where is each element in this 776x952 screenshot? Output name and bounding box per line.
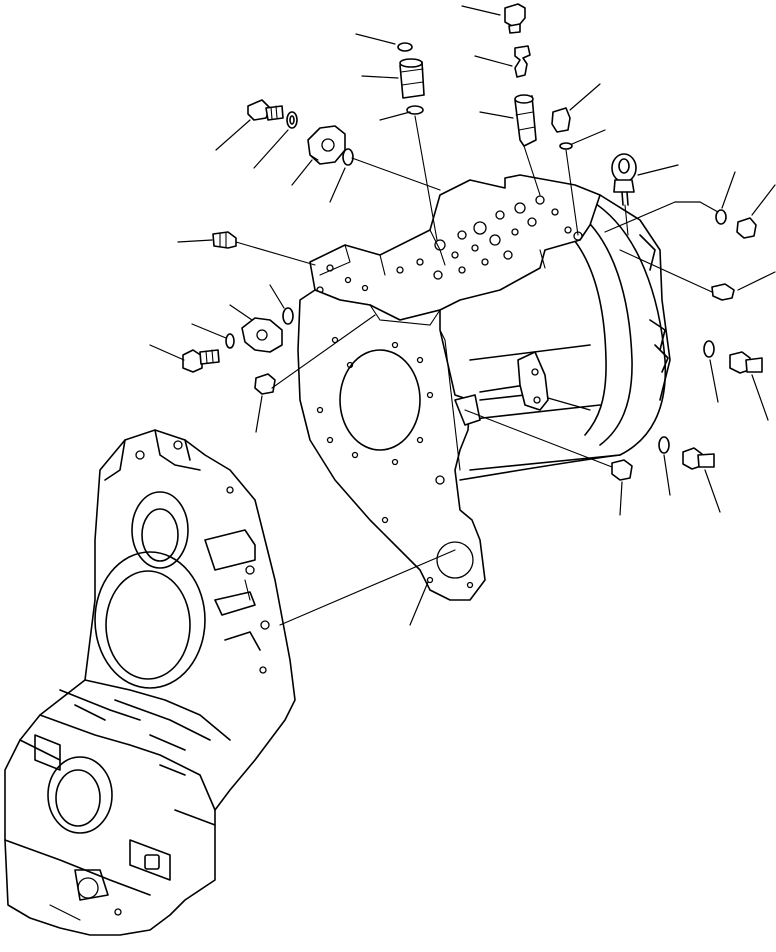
plug [254,373,276,395]
washer [225,333,235,349]
flange-cover [307,125,346,165]
washer [658,436,670,454]
input-bore [339,349,421,451]
torque-converter-housing [4,429,296,936]
bolt [682,447,715,470]
plug [551,107,571,133]
assembly-lines [235,115,713,626]
output-bore [436,541,474,579]
o-ring [342,148,354,166]
plug [212,231,237,249]
bolt [247,99,284,121]
bolt [729,351,763,374]
eye-bolt [611,153,637,206]
bracket [517,351,549,411]
fitting-clip [514,45,531,78]
valve-spool [514,94,537,147]
face-bolt-holes [316,336,474,589]
o-ring [397,42,413,52]
plug [611,459,633,481]
plug [711,283,735,301]
bolt [182,349,220,373]
transmission-case [297,174,671,601]
plug [736,217,757,239]
breather-fitting [504,3,526,34]
washer [703,340,715,358]
sleeve [399,58,425,99]
o-ring [715,209,727,225]
flange-cover [241,317,283,353]
o-ring [406,105,424,115]
o-ring [559,142,573,150]
o-ring [282,307,294,325]
callout-leaders [149,5,776,626]
washer [286,111,298,129]
